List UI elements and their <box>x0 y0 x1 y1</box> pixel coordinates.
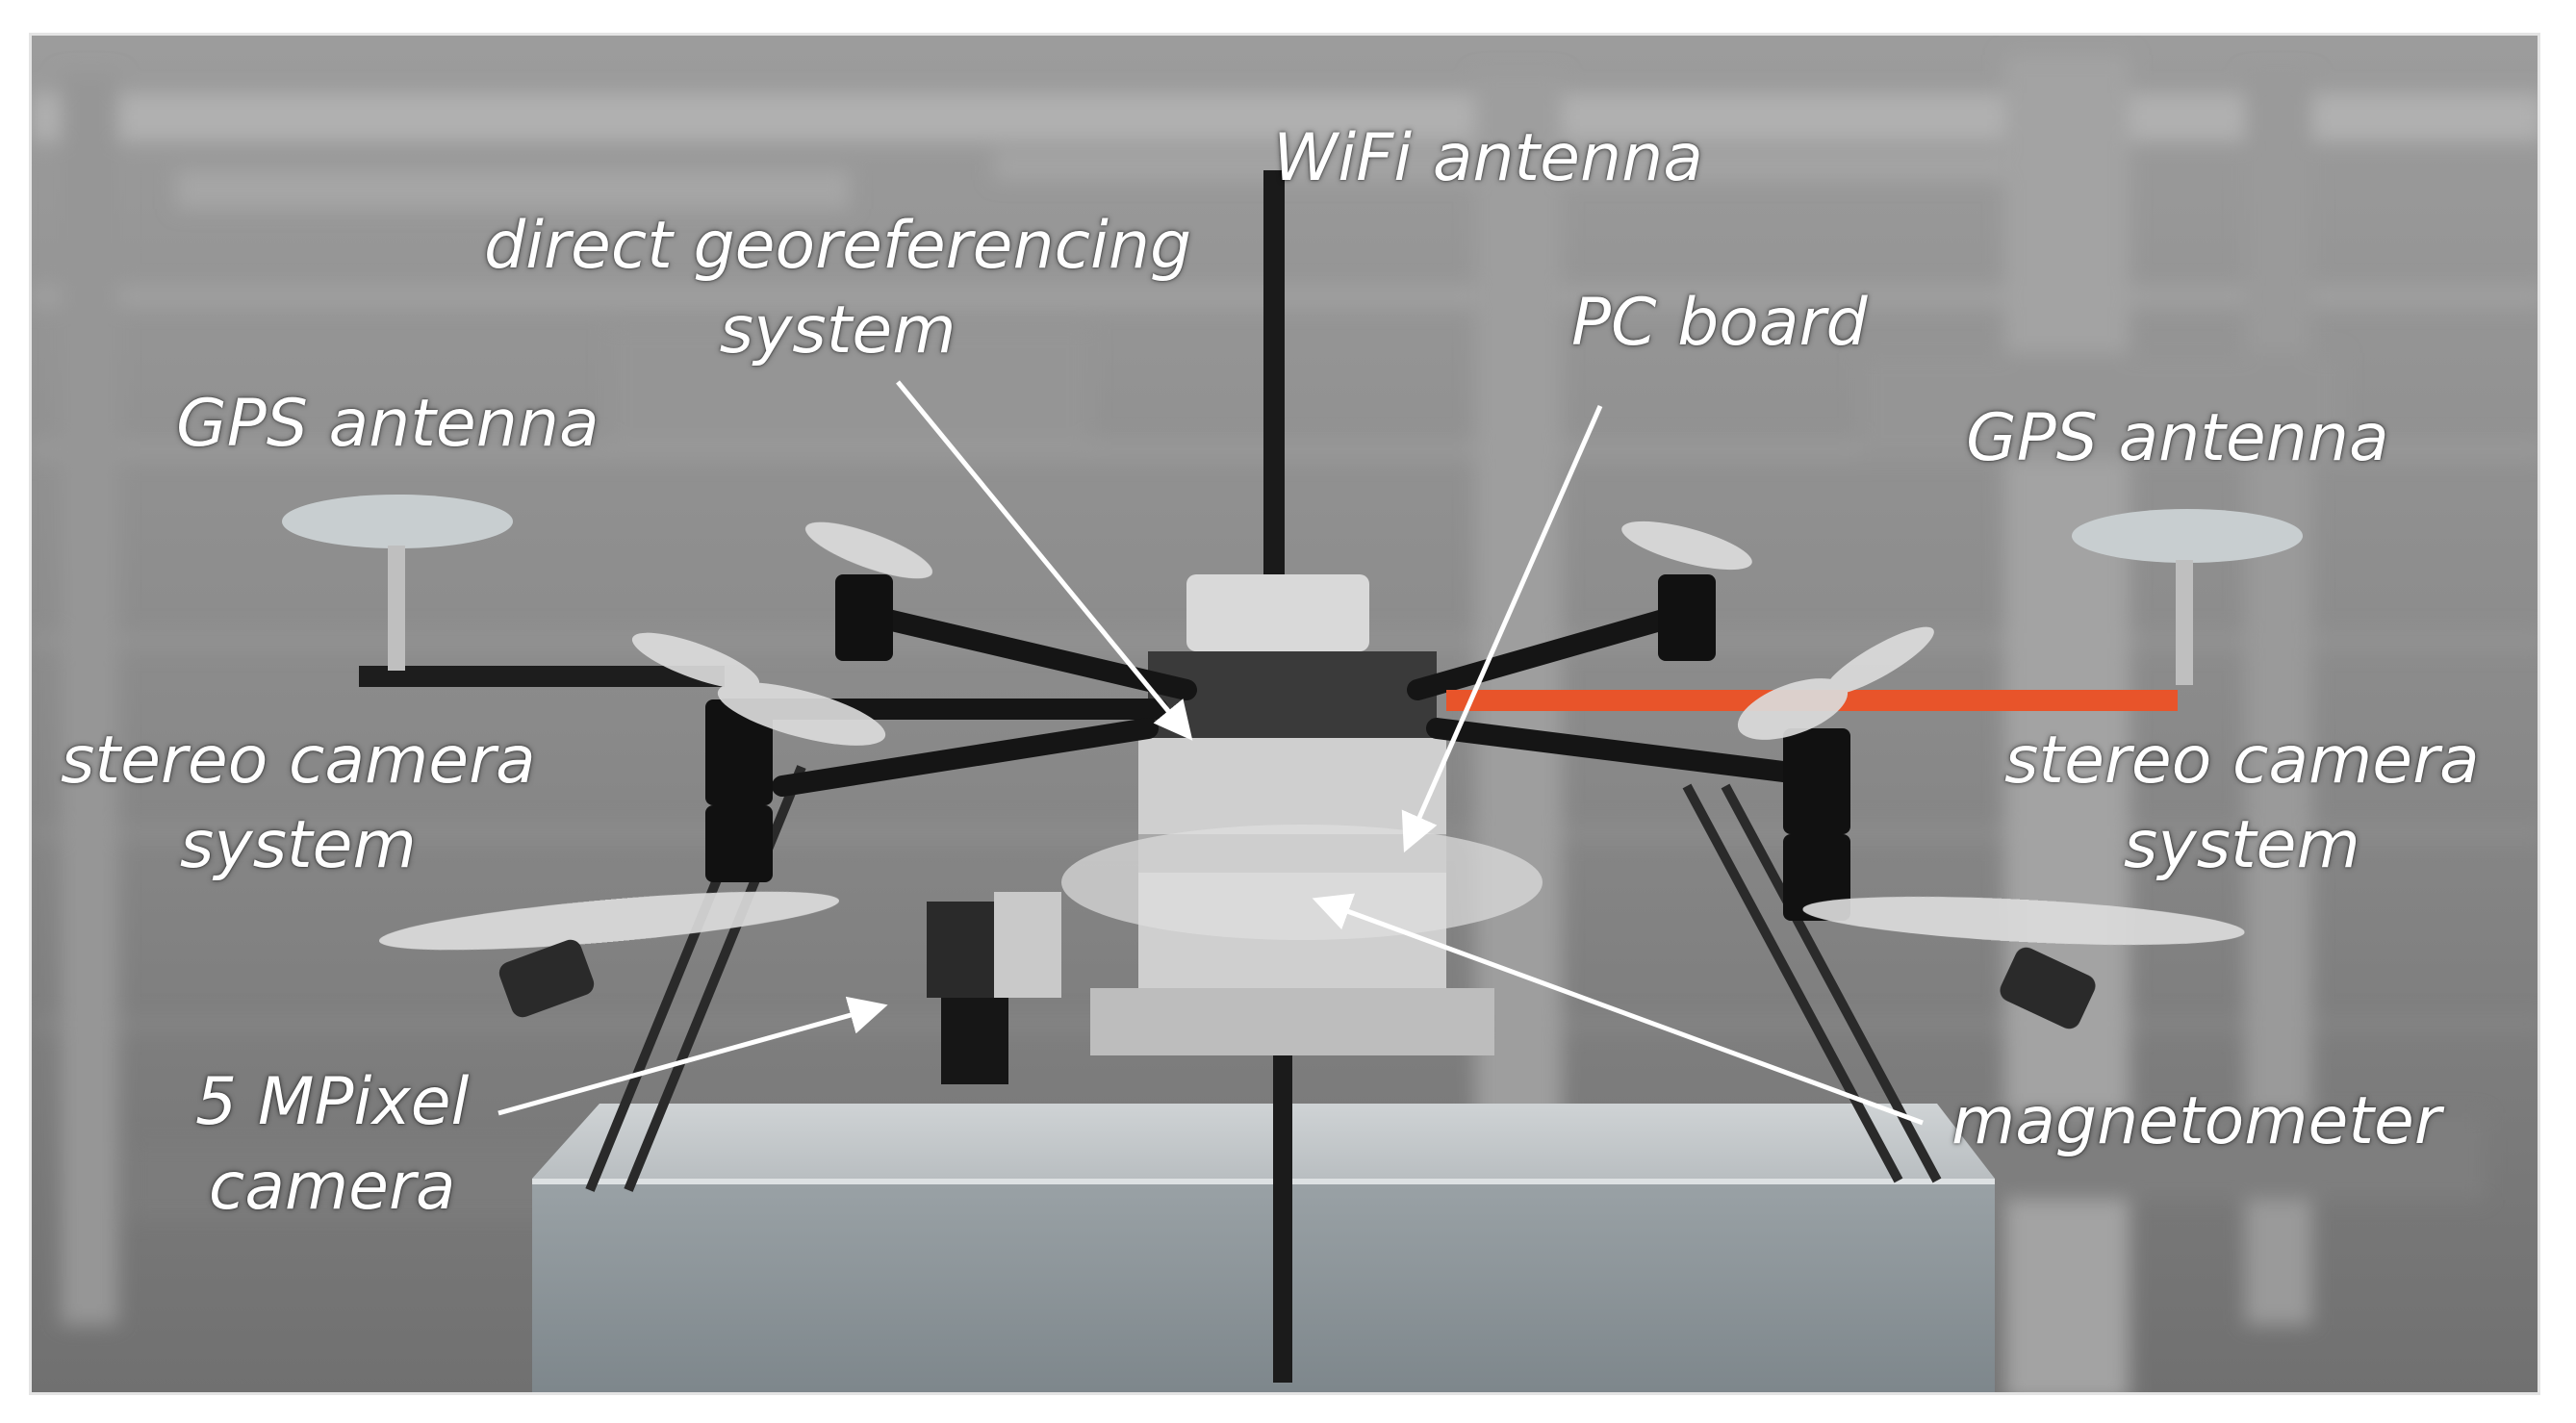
photo-frame: WiFi antenna direct georeferencing syste… <box>29 33 2540 1395</box>
label-gps-antenna-left: GPS antenna <box>176 386 599 462</box>
gps-antennas <box>282 495 2303 685</box>
stereo-cameras <box>498 939 2096 1029</box>
pedestal <box>532 1104 1995 1392</box>
label-wifi-antenna: WiFi antenna <box>1273 120 1703 196</box>
drone-photo <box>32 36 2538 1392</box>
label-direct-georeferencing: direct georeferencing system <box>484 208 1192 368</box>
mpixel-camera-body <box>927 892 1061 1084</box>
wifi-antenna-mast <box>1263 170 1285 594</box>
label-stereo-camera-right: stereo camera system <box>2004 723 2480 883</box>
propellers <box>378 521 2245 951</box>
label-gps-antenna-right: GPS antenna <box>1966 400 2389 476</box>
label-pc-board: PC board <box>1571 285 1868 361</box>
callout-arrows <box>497 380 1924 1126</box>
label-magnetometer: magnetometer <box>1951 1083 2441 1159</box>
electronics-stack <box>1061 574 1543 1055</box>
label-5-mpixel-camera: 5 MPixel camera <box>195 1064 470 1225</box>
motors <box>705 574 1850 921</box>
label-stereo-camera-left: stereo camera system <box>61 723 536 883</box>
left-boom <box>359 666 725 687</box>
